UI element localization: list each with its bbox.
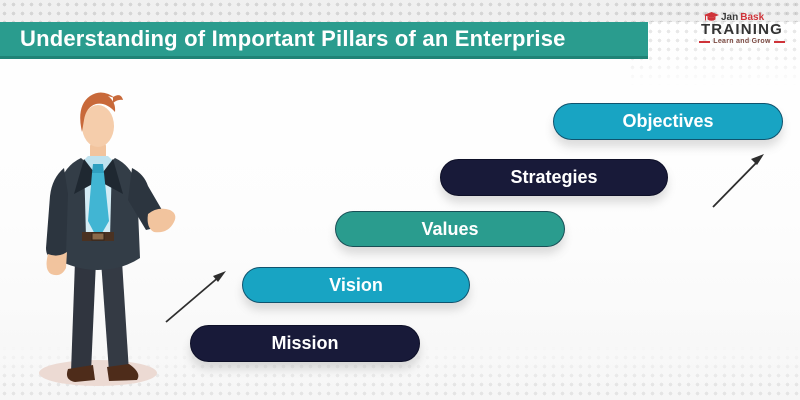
brand-word: TRAINING [700, 21, 784, 38]
step-label: Values [421, 218, 479, 239]
step-label: Strategies [510, 167, 598, 187]
step-pill-values: Values [335, 211, 565, 247]
page-title: Understanding of Important Pillars of an… [20, 26, 566, 51]
graduation-cap-icon [704, 12, 719, 21]
arrow-mission-to-vision-icon [165, 271, 226, 323]
step-pill-objectives: Objectives [553, 103, 783, 140]
step-label: Objectives [622, 111, 714, 131]
arrow-strategies-to-objectives-icon [712, 154, 764, 208]
brand-name-part2: Bask [740, 12, 765, 23]
title-banner: Understanding of Important Pillars of an… [0, 22, 648, 59]
brand-name-part1: Jan [721, 12, 739, 23]
step-label: Vision [329, 274, 383, 295]
brand-tagline: Learn and Grow [699, 38, 785, 45]
tagline-dash-right [773, 40, 785, 43]
halftone-dots-top [0, 0, 800, 22]
tagline-dash-left [699, 40, 711, 43]
tagline-text: Learn and Grow [713, 38, 771, 45]
step-pill-mission: Mission [190, 325, 420, 362]
step-label: Mission [271, 333, 339, 353]
businessman-illustration [39, 92, 176, 386]
step-pill-vision: Vision [242, 267, 470, 303]
step-pill-strategies: Strategies [440, 159, 668, 196]
